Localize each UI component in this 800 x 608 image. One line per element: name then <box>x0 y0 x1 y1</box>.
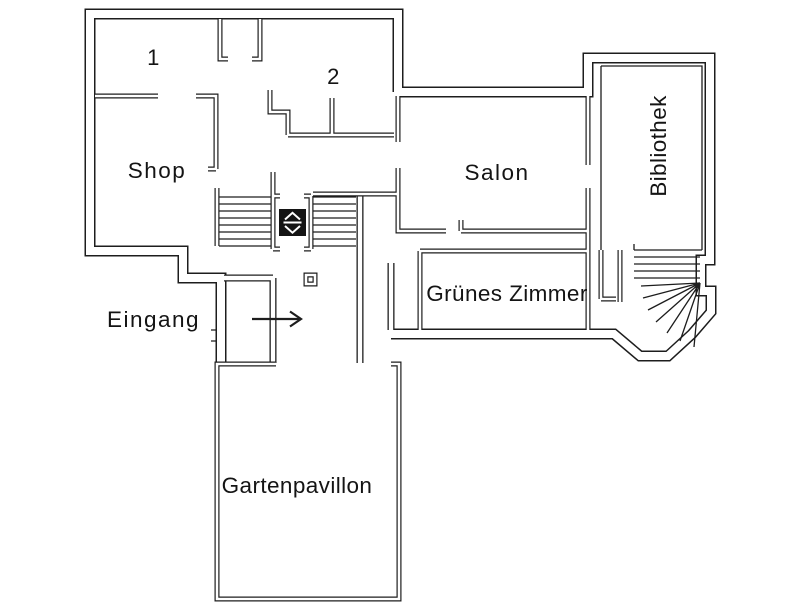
right-arrow-icon <box>252 310 303 328</box>
spiral-staircase <box>634 256 701 348</box>
label-gruenes-zimmer: Grünes Zimmer <box>426 281 588 306</box>
bibliothek-room-outline <box>600 65 703 251</box>
label-bibliothek: Bibliothek <box>646 95 671 197</box>
entrance-door-marks <box>211 329 216 342</box>
label-salon: Salon <box>464 160 529 185</box>
label-eingang: Eingang <box>107 307 200 332</box>
label-shop: Shop <box>128 158 187 183</box>
straight-staircase <box>219 196 356 247</box>
label-room-1: 1 <box>147 45 161 70</box>
elevator-up-down-icon <box>279 209 306 236</box>
label-gartenpavillon: Gartenpavillon <box>222 473 373 498</box>
label-room-2: 2 <box>327 64 341 89</box>
